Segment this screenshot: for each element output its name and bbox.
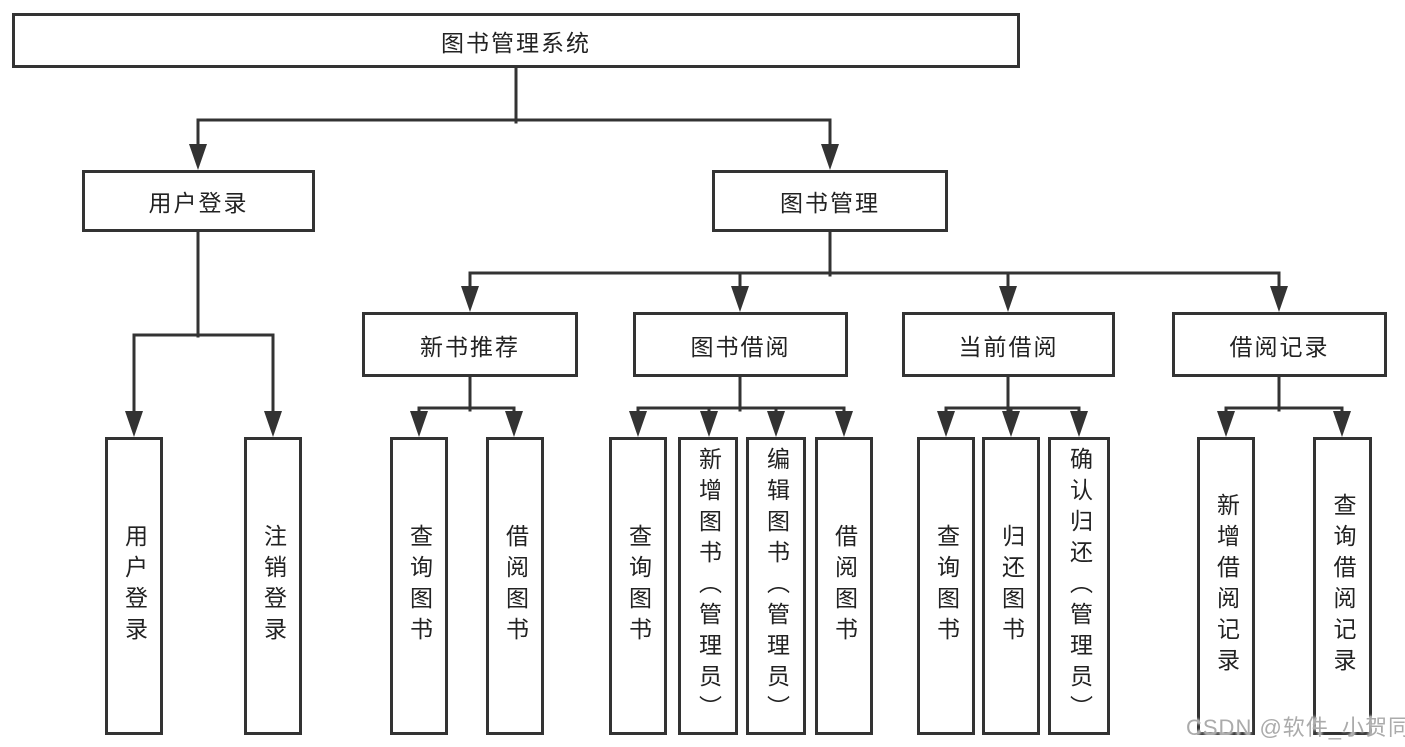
- node-user-login: 用户登录: [82, 170, 315, 232]
- node-label: 图书借阅: [690, 333, 791, 360]
- node-borrowing-records: 借阅记录: [1172, 312, 1387, 377]
- leaf-edit-books-admin: 编辑图书（管理员）: [746, 437, 806, 735]
- leaf-label: 注销登录: [260, 524, 287, 648]
- leaf-label: 编辑图书（管理员）: [763, 446, 790, 726]
- leaf-label: 查询图书: [933, 524, 960, 648]
- leaf-borrow-books: 借阅图书: [815, 437, 873, 735]
- node-label: 图书管理: [780, 190, 880, 216]
- leaf-label: 新增借阅记录: [1213, 493, 1240, 679]
- node-label: 用户登录: [148, 190, 249, 216]
- leaf-label: 借阅图书: [502, 524, 529, 648]
- leaf-borrow-books-recommend: 借阅图书: [486, 437, 544, 735]
- node-label: 新书推荐: [420, 333, 520, 360]
- node-current-borrowing: 当前借阅: [902, 312, 1115, 377]
- node-book-borrowing: 图书借阅: [633, 312, 848, 377]
- leaf-label: 查询图书: [625, 524, 652, 648]
- leaf-label: 查询借阅记录: [1330, 493, 1356, 679]
- leaf-query-books-recommend: 查询图书: [390, 437, 448, 735]
- node-label: 当前借阅: [958, 333, 1059, 360]
- node-label: 借阅记录: [1229, 333, 1330, 360]
- node-library-management-system: 图书管理系统: [12, 13, 1020, 68]
- node-label: 图书管理系统: [441, 29, 591, 56]
- leaf-confirm-return-admin: 确认归还（管理员）: [1048, 437, 1110, 735]
- leaf-query-borrow-record: 查询借阅记录: [1313, 437, 1372, 735]
- leaf-query-books-borrowing: 查询图书: [609, 437, 667, 735]
- leaf-logout: 注销登录: [244, 437, 302, 735]
- leaf-return-books: 归还图书: [982, 437, 1040, 735]
- leaf-label: 确认归还（管理员）: [1066, 446, 1093, 726]
- leaf-query-books-current: 查询图书: [917, 437, 975, 735]
- leaf-add-borrow-record: 新增借阅记录: [1197, 437, 1255, 735]
- leaf-add-books-admin: 新增图书（管理员）: [678, 437, 738, 735]
- leaf-label: 新增图书（管理员）: [695, 446, 722, 726]
- leaf-label: 查询图书: [406, 524, 433, 648]
- leaf-label: 归还图书: [998, 524, 1025, 648]
- leaf-label: 用户登录: [121, 524, 148, 648]
- node-book-management: 图书管理: [712, 170, 948, 232]
- arrowhead-icons: [125, 144, 1351, 437]
- leaf-label: 借阅图书: [831, 524, 858, 648]
- leaf-user-login: 用户登录: [105, 437, 163, 735]
- watermark: CSDN @软件_小贺同学: [1186, 715, 1405, 740]
- node-new-book-recommendation: 新书推荐: [362, 312, 578, 377]
